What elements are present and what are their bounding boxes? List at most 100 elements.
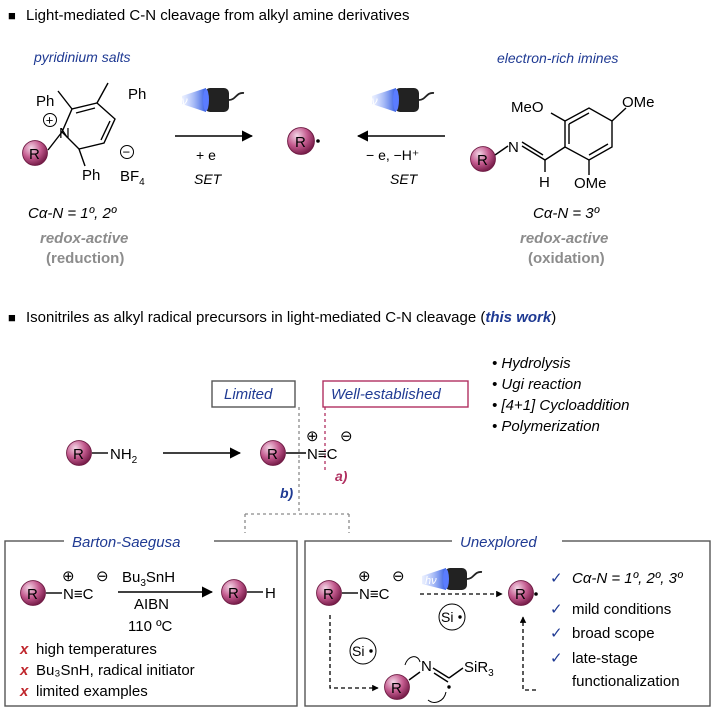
ome-bottom: OMe: [574, 175, 607, 192]
x-icon: x: [19, 662, 29, 679]
x-icon: x: [19, 641, 29, 658]
imine-n: N: [508, 139, 519, 156]
ome-right: OMe: [622, 94, 655, 111]
ph-label-3: Ph: [82, 167, 100, 184]
svg-text:⊕: ⊕: [358, 568, 371, 585]
unexplored-ca-label: Cα-N = 1º, 2º, 3º: [572, 570, 684, 587]
barton-saegusa-box: [4, 540, 298, 707]
isonitrile-plus: ⊕: [306, 428, 319, 445]
svg-text:R: R: [391, 680, 402, 697]
right-redox-label: redox-active: [520, 230, 608, 247]
barton-reagent-1: Bu3SnH: [122, 569, 175, 589]
svg-text:R: R: [73, 446, 84, 463]
limited-box: [211, 380, 296, 408]
oxidation-arrow-bottom: SET: [390, 171, 419, 187]
svg-text:Si: Si: [352, 643, 364, 659]
ph-label-1: Ph: [36, 93, 54, 110]
silyl-radical-icon-2: [349, 637, 377, 665]
svg-text:R: R: [515, 586, 526, 603]
use-item-3: • [4+1] Cycloaddition: [492, 397, 629, 414]
svg-text:−: −: [123, 145, 131, 160]
svg-text:Si: Si: [441, 609, 453, 625]
svg-text:R: R: [267, 446, 278, 463]
svg-text:⊖: ⊖: [392, 568, 405, 585]
isonitrile-minus: ⊖: [340, 428, 353, 445]
svg-text:R: R: [27, 586, 38, 603]
svg-text:R: R: [295, 134, 306, 151]
bf4-label: BF4: [120, 168, 145, 188]
check-icon: ✓: [550, 625, 563, 642]
imine-structure: [494, 107, 627, 175]
unexplored-isonitrile: N≡C: [359, 586, 390, 603]
right-ca-label: Cα-N = 3º: [533, 205, 601, 222]
check-icon: ✓: [550, 601, 563, 618]
use-item-4: • Polymerization: [492, 418, 600, 435]
reduction-arrow-top: + e: [196, 147, 216, 163]
label-a: a): [335, 468, 348, 484]
barton-reagent-2: AIBN: [134, 596, 169, 613]
left-mode-label: (reduction): [46, 250, 124, 267]
svg-text:hν: hν: [425, 575, 437, 587]
con-item-2: Bu₃SnH, radical initiator: [36, 662, 195, 679]
section2-bullet: ■: [8, 310, 16, 325]
light-source-icon-2: hν: [365, 88, 435, 112]
check-icon: ✓: [550, 570, 563, 587]
isonitrile-group: N≡C: [307, 446, 338, 463]
use-item-2: • Ugi reaction: [492, 376, 581, 393]
pyridinium-heading: pyridinium salts: [33, 49, 130, 65]
radical-r-1: R: [29, 146, 40, 163]
plus-charge-icon: [43, 113, 57, 127]
section2-title: Isonitriles as alkyl radical precursors …: [26, 309, 556, 326]
svg-text:R: R: [477, 152, 488, 169]
svg-text:R: R: [228, 585, 239, 602]
left-redox-label: redox-active: [40, 230, 128, 247]
limited-label: Limited: [224, 386, 273, 403]
branch-connector: [244, 460, 350, 533]
svg-text:hν: hν: [175, 94, 188, 108]
unexplored-title: Unexplored: [460, 534, 537, 551]
section1-title: Light-mediated C-N cleavage from alkyl a…: [26, 7, 410, 24]
reduction-arrow-bottom: SET: [194, 171, 223, 187]
ome-left: MeO: [511, 99, 544, 116]
pro-item-2: broad scope: [572, 625, 655, 642]
intermediate-sir3: SiR3: [464, 659, 494, 679]
radical-dot: [316, 139, 320, 143]
pyridinium-structure: [47, 82, 116, 167]
amine-nh2: NH2: [110, 446, 138, 466]
fragmentation-arrow: [404, 656, 421, 666]
light-source-icon-3: hν: [422, 568, 483, 590]
barton-isonitrile: N≡C: [63, 586, 94, 603]
pathway-arrow: [329, 615, 379, 692]
svg-text:R: R: [323, 586, 334, 603]
svg-text:⊕: ⊕: [62, 568, 75, 585]
con-item-3: limited examples: [36, 683, 148, 700]
pro-item-4: functionalization: [572, 673, 680, 690]
established-box: [322, 380, 469, 408]
use-item-1: • Hydrolysis: [492, 355, 571, 372]
x-icon: x: [19, 683, 29, 700]
pro-item-1: mild conditions: [572, 601, 671, 618]
silyl-radical-icon: [438, 603, 466, 631]
con-item-1: high temperatures: [36, 641, 157, 658]
intermediate-n: N: [421, 658, 432, 675]
light-source-icon: hν: [175, 88, 245, 112]
left-ca-label: Cα-N = 1º, 2º: [28, 205, 118, 222]
pyridinium-n: N: [59, 125, 70, 142]
svg-text:+: +: [46, 113, 54, 128]
right-mode-label: (oxidation): [528, 250, 605, 267]
svg-text:hν: hν: [365, 94, 378, 108]
imine-heading: electron-rich imines: [497, 50, 618, 66]
barton-temp: 110 ºC: [128, 618, 173, 635]
pro-item-3: late-stage: [572, 650, 638, 667]
unexplored-box: [304, 540, 711, 707]
minus-charge-icon: [120, 145, 134, 159]
ph-label-2: Ph: [128, 86, 146, 103]
check-icon: ✓: [550, 650, 563, 667]
svg-text:⊖: ⊖: [96, 568, 109, 585]
section1-bullet: ■: [8, 8, 16, 23]
oxidation-arrow-top: − e, −H⁺: [366, 147, 419, 163]
imine-h: H: [539, 174, 550, 191]
barton-h: H: [265, 585, 276, 602]
barton-title: Barton-Saegusa: [72, 534, 180, 551]
